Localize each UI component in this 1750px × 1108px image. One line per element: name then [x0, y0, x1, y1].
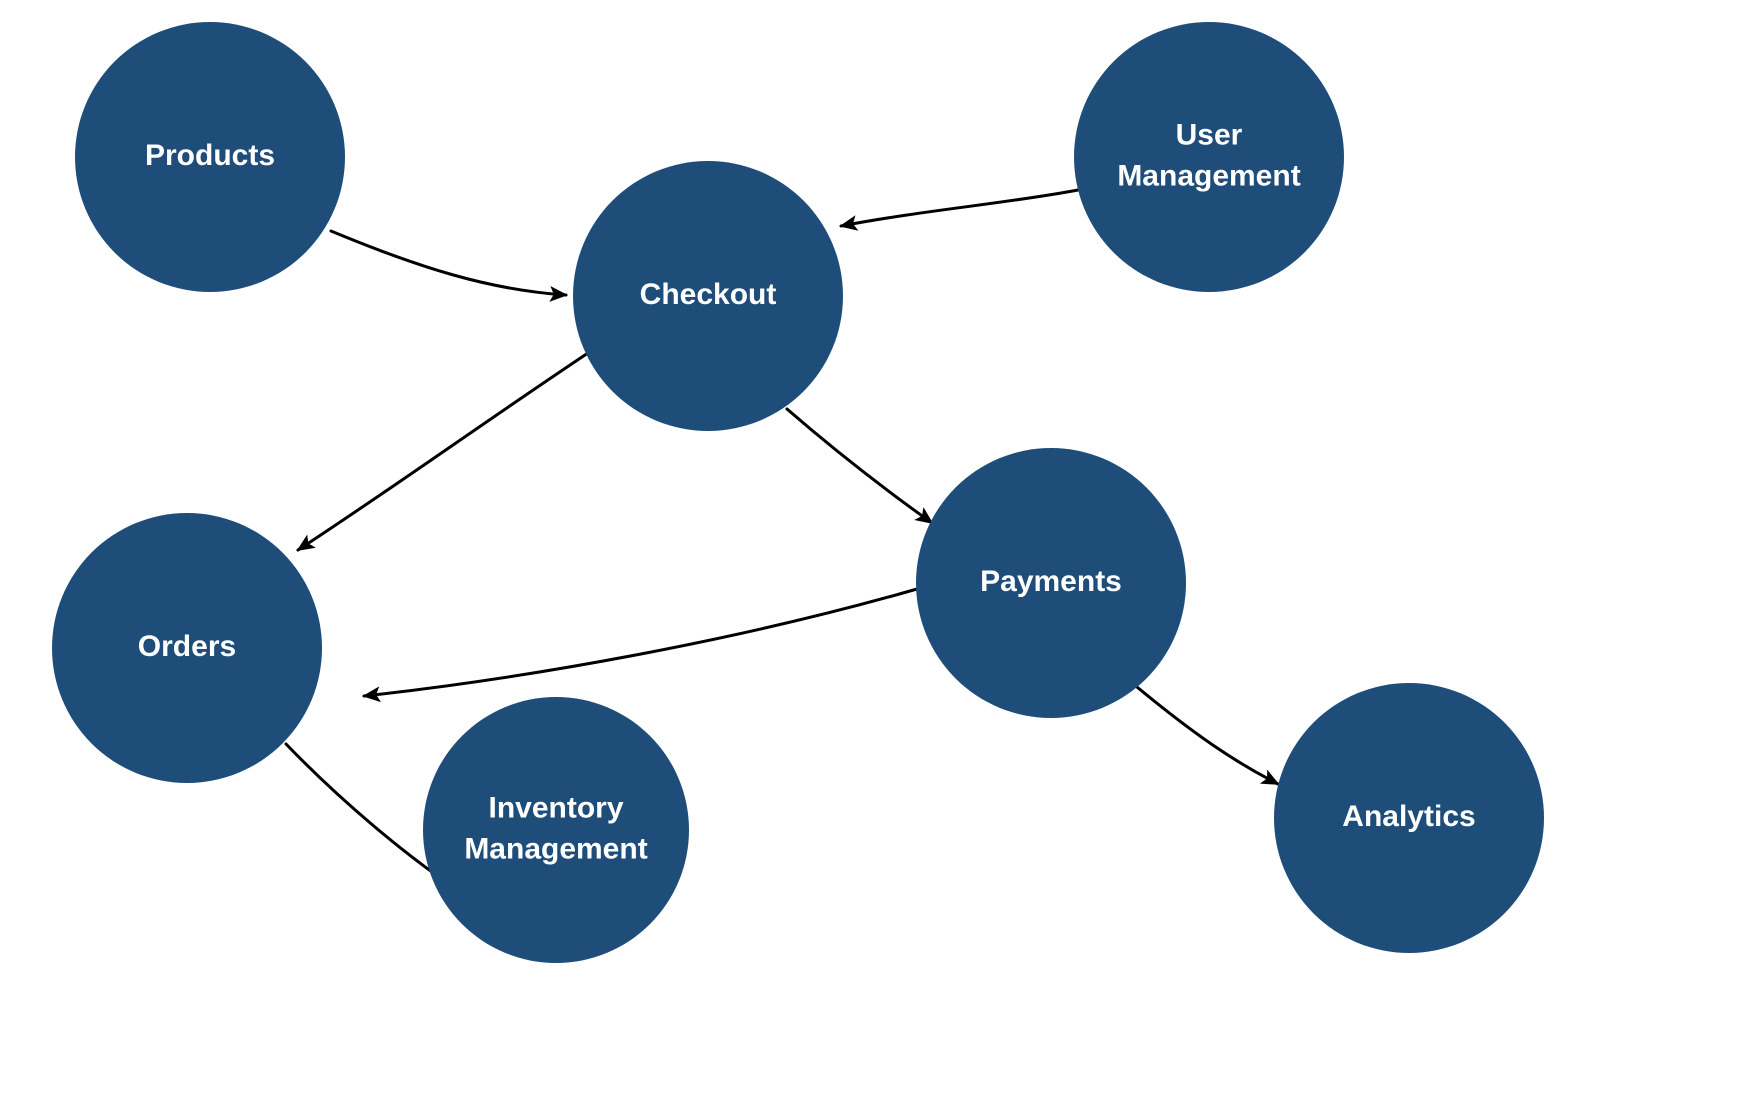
node-orders[interactable]: Orders	[52, 513, 322, 783]
node-circle-payments[interactable]	[916, 448, 1186, 718]
edge-payments-to-orders	[362, 587, 919, 703]
node-circle-analytics[interactable]	[1274, 683, 1544, 953]
edges-layer	[284, 188, 1280, 895]
node-circle-checkout[interactable]	[573, 161, 843, 431]
edge-checkout-to-orders	[296, 349, 593, 552]
edge-products-to-checkout	[329, 229, 568, 302]
node-circle-inventory-management[interactable]	[423, 697, 689, 963]
node-circle-user-management[interactable]	[1074, 22, 1344, 292]
edge-payments-to-analytics	[1135, 685, 1280, 786]
node-analytics[interactable]: Analytics	[1274, 683, 1544, 953]
node-payments[interactable]: Payments	[916, 448, 1186, 718]
edge-user-management-to-checkout	[839, 188, 1080, 231]
edge-checkout-to-payments	[785, 407, 934, 525]
node-circle-products[interactable]	[75, 22, 345, 292]
node-checkout[interactable]: Checkout	[573, 161, 843, 431]
node-products[interactable]: Products	[75, 22, 345, 292]
node-circle-orders[interactable]	[52, 513, 322, 783]
